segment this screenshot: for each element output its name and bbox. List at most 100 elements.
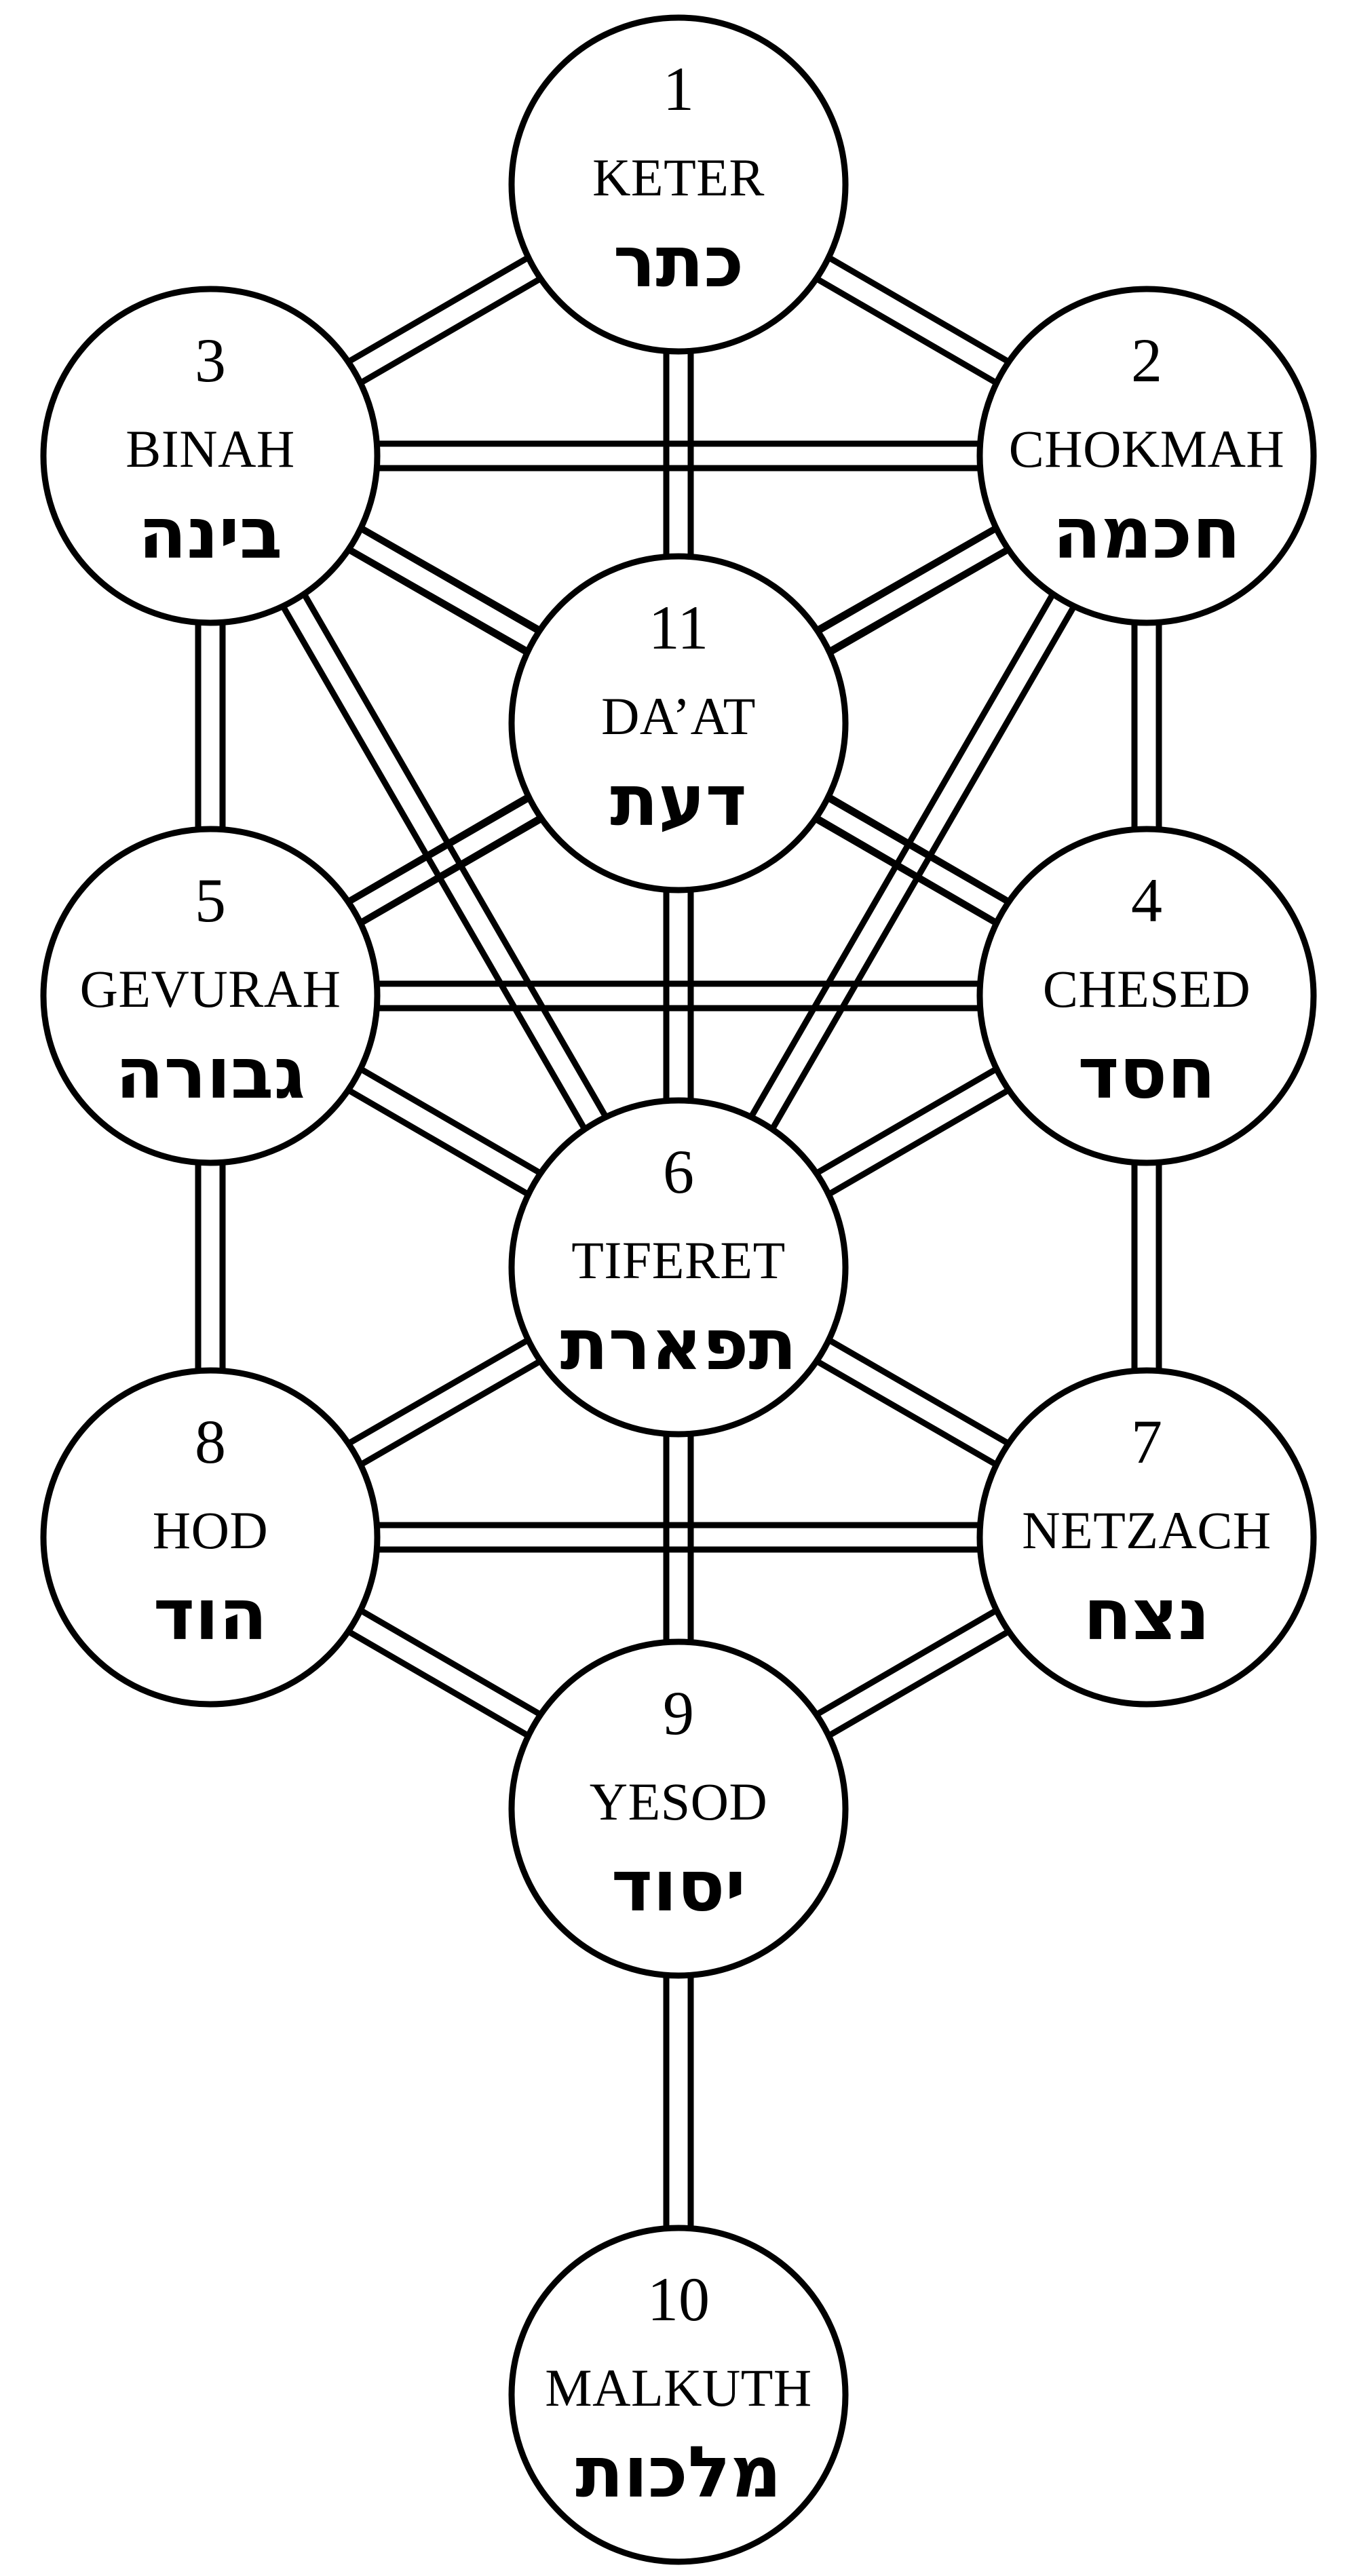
- path-chokmah-daat: [815, 525, 1010, 654]
- path-binah-tiferet: [280, 592, 609, 1131]
- path-line: [815, 1358, 998, 1467]
- sephira-name-gevurah: GEVURAH: [80, 959, 341, 1018]
- sephira-name-malkuth: MALKUTH: [545, 2358, 811, 2417]
- sephira-hebrew-chesed: חסד: [1077, 1032, 1215, 1115]
- path-chesed-tiferet: [814, 1066, 1011, 1197]
- path-line: [280, 604, 588, 1131]
- sephira-circle-malkuth[interactable]: [508, 2225, 849, 2565]
- path-gevurah-hod: [195, 1162, 226, 1371]
- path-line: [814, 815, 999, 925]
- sephira-name-daat: DA’AT: [601, 687, 756, 746]
- sephira-number-gevurah: 5: [195, 866, 226, 935]
- path-line: [359, 275, 543, 386]
- sephira-circle-gevurah[interactable]: [40, 826, 381, 1166]
- path-line: [827, 1087, 1011, 1197]
- path-line: [359, 1066, 543, 1176]
- sephira-circle-yesod[interactable]: [508, 1638, 849, 1979]
- path-chesed-gevurah: [377, 980, 980, 1012]
- sephira-number-keter: 1: [663, 54, 694, 123]
- path-keter-daat: [663, 351, 694, 557]
- path-line: [814, 275, 998, 386]
- path-chesed-netzach: [1131, 1162, 1162, 1371]
- sephira-circle-chesed[interactable]: [976, 826, 1317, 1166]
- path-daat-chesed: [814, 794, 1011, 925]
- path-line: [814, 1066, 998, 1176]
- sephira-name-chesed: CHESED: [1043, 959, 1250, 1018]
- sephira-number-yesod: 9: [663, 1678, 694, 1748]
- path-daat-gevurah: [346, 794, 543, 925]
- path-yesod-malkuth: [663, 1975, 694, 2229]
- sephira-hebrew-keter: כתר: [613, 220, 744, 303]
- path-line: [346, 254, 530, 365]
- sephira-hebrew-daat: דעת: [610, 759, 746, 842]
- path-line: [748, 592, 1056, 1119]
- sephira-number-chokmah: 2: [1131, 326, 1162, 395]
- sephira-hebrew-yesod: יסוד: [611, 1845, 746, 1927]
- sephira-circle-chokmah[interactable]: [976, 286, 1317, 626]
- path-line: [827, 254, 1011, 365]
- sephira-hebrew-netzach: נצח: [1084, 1573, 1210, 1656]
- sephira-number-malkuth: 10: [647, 2265, 710, 2334]
- sephira-number-netzach: 7: [1131, 1407, 1162, 1476]
- path-hod-yesod: [346, 1607, 543, 1739]
- sephira-number-tiferet: 6: [663, 1137, 694, 1206]
- path-line: [347, 1337, 530, 1446]
- path-line: [346, 794, 531, 904]
- sephira-number-hod: 8: [195, 1407, 226, 1476]
- sephira-name-chokmah: CHOKMAH: [1009, 419, 1285, 478]
- path-line: [359, 1607, 543, 1718]
- path-gevurah-tiferet: [346, 1066, 543, 1197]
- path-tiferet-hod: [347, 1337, 542, 1467]
- sephira-name-netzach: NETZACH: [1022, 1501, 1271, 1560]
- path-line: [346, 1628, 530, 1739]
- path-line: [346, 1087, 530, 1197]
- path-chokmah-tiferet: [748, 592, 1077, 1131]
- sephira-hebrew-tiferet: תפארת: [560, 1303, 797, 1386]
- sephira-hebrew-chokmah: חכמה: [1052, 492, 1240, 575]
- sephira-name-hod: HOD: [153, 1501, 269, 1560]
- path-line: [769, 604, 1077, 1131]
- sephira-hebrew-malkuth: מלכות: [575, 2431, 782, 2514]
- path-keter-chokmah: [814, 254, 1011, 386]
- sephira-hebrew-hod: הוד: [153, 1573, 267, 1656]
- path-netzach-hod: [377, 1522, 980, 1553]
- sephira-hebrew-gevurah: גבורה: [115, 1032, 305, 1115]
- sephira-number-binah: 3: [195, 326, 226, 395]
- sephira-circle-tiferet[interactable]: [508, 1097, 849, 1438]
- path-line: [359, 1358, 542, 1467]
- path-tiferet-netzach: [815, 1337, 1010, 1467]
- sephira-name-binah: BINAH: [126, 419, 295, 478]
- sephira-name-keter: KETER: [592, 148, 765, 207]
- sephira-name-yesod: YESOD: [590, 1772, 768, 1831]
- path-keter-binah: [346, 254, 543, 386]
- sephira-number-daat: 11: [649, 593, 709, 662]
- path-binah-gevurah: [195, 622, 226, 830]
- path-line: [826, 794, 1011, 904]
- sephira-circle-hod[interactable]: [40, 1367, 381, 1708]
- sephira-circle-binah[interactable]: [40, 286, 381, 626]
- sephira-circle-daat[interactable]: [508, 553, 849, 893]
- sephira-name-tiferet: TIFERET: [571, 1231, 785, 1290]
- sephira-hebrew-binah: בינה: [138, 492, 283, 575]
- path-daat-tiferet: [663, 889, 694, 1101]
- path-binah-daat: [347, 525, 542, 654]
- path-tiferet-yesod: [663, 1434, 694, 1642]
- sephira-circle-netzach[interactable]: [976, 1367, 1317, 1708]
- sephira-circle-keter[interactable]: [508, 14, 849, 355]
- path-line: [358, 815, 543, 925]
- sephira-number-chesed: 4: [1131, 866, 1162, 935]
